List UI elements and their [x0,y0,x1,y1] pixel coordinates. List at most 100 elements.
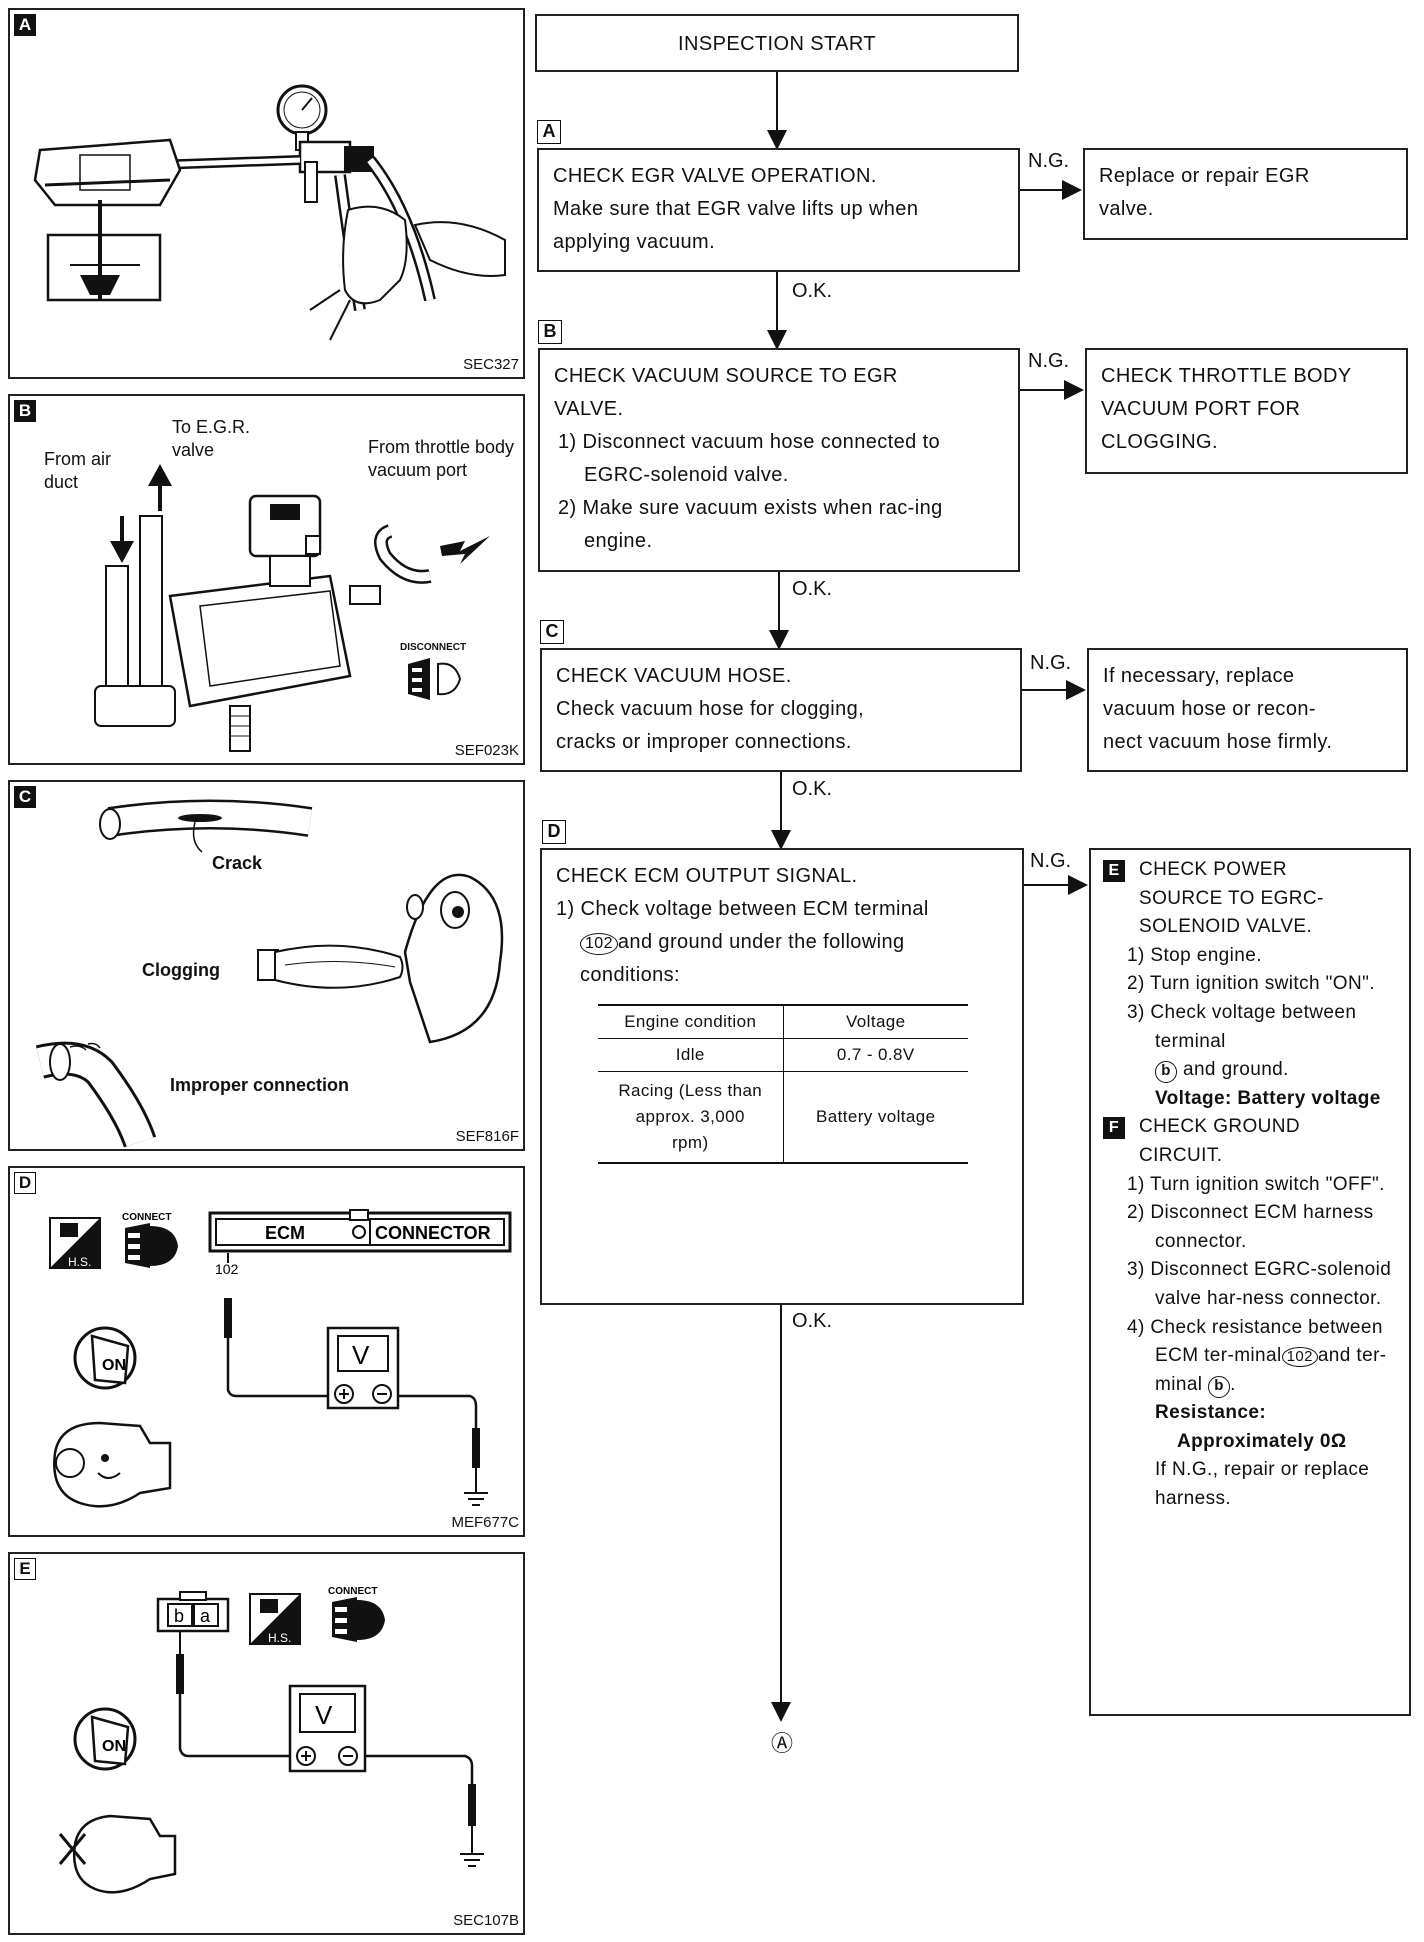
step-d-item-1: 1) Check voltage between ECM terminal [556,898,929,920]
terminal-a-label: a [200,1606,211,1626]
ng-label-a: N.G. [1028,150,1070,172]
egrc-solenoid-valve-illustration [94,464,490,752]
step-ef-box: E CHECK POWER SOURCE TO EGRC- SOLENOID V… [1089,848,1411,1716]
step-f-title: CIRCUIT. [1139,1144,1223,1166]
step-tag-d: D [542,820,566,844]
terminal-b-badge: b [1155,1061,1177,1084]
step-e-title: SOURCE TO EGRC- [1139,887,1324,909]
ok-label-b: O.K. [792,578,833,600]
step-c-ng-line: If necessary, replace [1103,665,1295,687]
step-c-line: Check vacuum hose for clogging, [556,698,865,720]
figure-code: SEF023K [454,742,519,759]
step-c-ng-line: vacuum hose or recon- [1103,698,1316,720]
ng-label-b: N.G. [1028,350,1070,372]
figure-c: C Crack Clogging Improper connection SEF… [8,780,525,1151]
ok-label-c: O.K. [792,778,833,800]
terminal-102-label: 102 [215,1261,239,1277]
label-from-throttle-body: From throttle body vacuum port [368,437,515,480]
step-f-spec-value: Approximately 0Ω [1177,1430,1347,1452]
figure-code: SEF816F [455,1128,519,1145]
terminal-102-badge: 102 [580,933,618,955]
step-b-ng-box: CHECK THROTTLE BODY VACUUM PORT FOR CLOG… [1085,348,1408,474]
step-c-ng-line: nect vacuum hose firmly. [1103,731,1333,753]
ecm-label: ECM [265,1223,305,1243]
step-a-ng-line: Replace or repair EGR [1099,165,1310,187]
connector-label: CONNECTOR [375,1223,491,1243]
label-crack: Crack [212,853,263,873]
terminal-b-badge: b [1208,1375,1231,1398]
ng-label-d: N.G. [1030,850,1072,872]
voltmeter-v-label: V [315,1700,333,1730]
step-e-item: 1) Stop engine. [1127,944,1262,966]
step-a-line: Make sure that EGR valve lifts up when [553,198,919,220]
table-row: Racing (Less than approx. 3,000 rpm) Bat… [598,1071,968,1163]
table-cell: Battery voltage [816,1107,936,1126]
step-e-title: SOLENOID VALVE. [1139,916,1313,938]
table-header-cell: Engine condition [598,1005,784,1039]
step-f-title: CHECK GROUND [1139,1116,1301,1138]
table-cell: Idle [598,1038,784,1072]
step-tag-c: C [540,620,564,644]
step-e-item: 3) Check voltage between terminal [1127,1001,1357,1052]
step-e-after-term: and ground. [1183,1059,1289,1081]
ecm-voltage-check-illustration: H.S. CONNECT ECM CONNECTOR 102 V [49,1209,512,1508]
step-b-box: CHECK VACUUM SOURCE TO EGR VALVE. 1) Dis… [538,348,1020,572]
step-a-box: CHECK EGR VALVE OPERATION. Make sure tha… [537,148,1020,272]
key-on-label: ON [102,1738,126,1755]
table-cell: Racing (Less than approx. 3,000 rpm) [598,1071,784,1163]
terminal-102-badge: 102 [1281,1347,1318,1368]
step-tag-e: E [1103,860,1125,882]
step-b-line: VALVE. [554,398,624,420]
step-b-line: CHECK VACUUM SOURCE TO EGR [554,365,898,387]
step-tag-a: A [537,120,561,144]
table-cell: 0.7 - 0.8V [836,1045,915,1064]
step-b-item: 2) Make sure vacuum exists when rac-ing … [558,497,943,552]
figure-tag: B [14,400,36,422]
table-header-row: Engine condition Voltage [598,1005,968,1039]
voltmeter-v-label: V [352,1340,370,1370]
vacuum-hose-faults-illustration [35,799,504,1148]
step-f-final: If N.G., repair or replace harness. [1155,1459,1370,1510]
step-a-line: CHECK EGR VALVE OPERATION. [553,165,877,187]
key-on-label: ON [102,1357,126,1374]
step-tag-b: B [538,320,562,344]
step-b-ng-line: CLOGGING. [1101,431,1218,453]
step-e-section: E CHECK POWER SOURCE TO EGRC- SOLENOID V… [1103,856,1397,942]
figure-code: SEC327 [463,356,519,373]
ng-label-c: N.G. [1030,652,1072,674]
step-e-title: CHECK POWER [1139,859,1287,880]
step-f-item: 2) Disconnect ECM harness connector. [1127,1202,1374,1252]
step-f-mid: and ter-minal [1155,1345,1387,1395]
step-d-item-1c: conditions: [580,964,681,986]
step-tag-f: F [1103,1117,1125,1140]
figure-code: SEC107B [453,1912,519,1929]
egr-valve-vacuum-pump-illustration [33,84,506,341]
figure-tag: C [14,786,36,808]
step-d-title: CHECK ECM OUTPUT SIGNAL. [556,865,858,887]
step-e-item: 2) Turn ignition switch "ON". [1127,973,1375,995]
step-f-item: 4) Check resistance between ECM ter-mina… [1127,1314,1397,1400]
step-c-box: CHECK VACUUM HOSE. Check vacuum hose for… [540,648,1022,772]
step-a-ng-line: valve. [1099,198,1154,220]
step-a-ng-box: Replace or repair EGR valve. [1083,148,1408,240]
hs-label: H.S. [68,1255,91,1269]
egrc-power-source-check-illustration: b a H.S. CONNECT V ON [58,1586,484,1894]
connector-a-symbol: Ⓐ [771,1731,794,1756]
ok-label-d: O.K. [792,1310,833,1332]
terminal-b-label: b [174,1606,184,1626]
label-to-egr-valve: To E.G.R. valve [172,417,251,460]
figure-tag: D [14,1172,36,1194]
label-from-air-duct: From air duct [44,449,111,492]
table-header-cell: Voltage [845,1012,906,1031]
step-f-item: 3) Disconnect EGRC-solenoid valve har-ne… [1127,1259,1392,1309]
step-e-spec: Voltage: Battery voltage [1155,1087,1381,1109]
step-c-ng-box: If necessary, replace vacuum hose or rec… [1087,648,1408,772]
label-improper-connection: Improper connection [170,1075,350,1095]
step-f-item: 1) Turn ignition switch "OFF". [1127,1173,1385,1195]
step-f-item-4-text: 4) Check resistance between ECM ter-mina… [1127,1316,1383,1367]
ok-label-a: O.K. [792,280,833,302]
step-d-item-1b-text: and ground under the following [617,931,905,953]
connect-label: CONNECT [328,1586,377,1597]
step-b-ng-line: CHECK THROTTLE BODY [1101,365,1352,387]
